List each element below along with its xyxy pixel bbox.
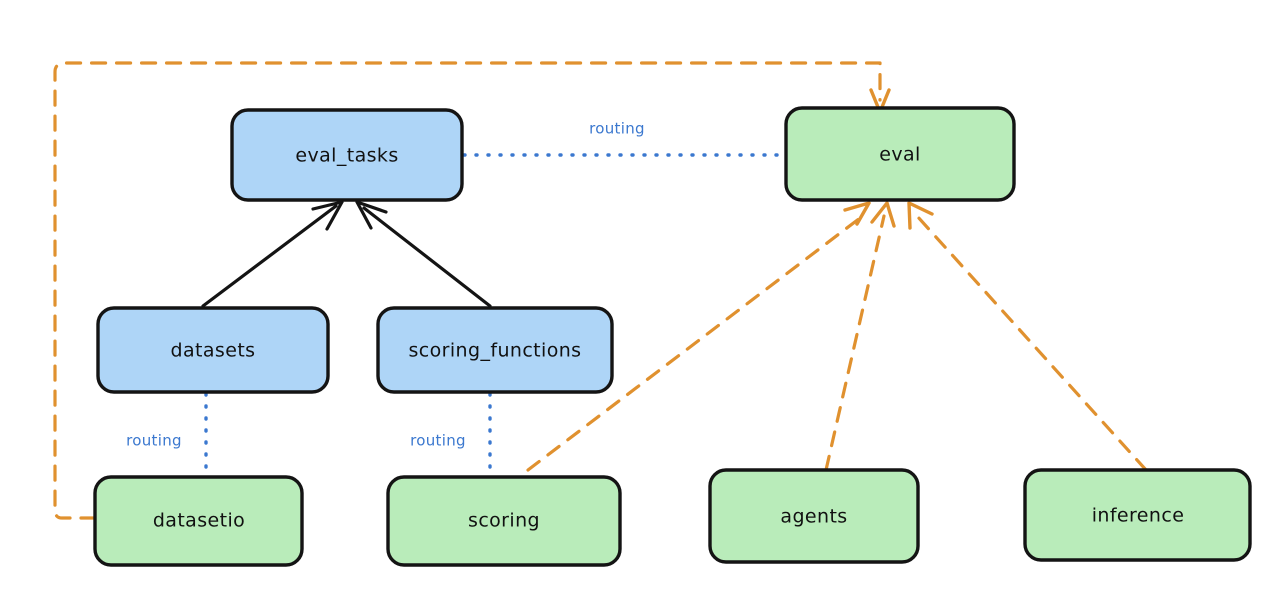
edge-path (362, 206, 492, 308)
node-datasets[interactable]: datasets (96, 306, 330, 394)
arrowhead (355, 200, 388, 230)
edge-label-routing-eval: routing (589, 120, 645, 138)
node-shape[interactable] (376, 306, 614, 394)
node-shape[interactable] (230, 108, 464, 202)
edge-path (824, 214, 886, 472)
node-shape[interactable] (708, 468, 920, 564)
edge-path (201, 204, 338, 308)
node-label: eval_tasks (295, 145, 398, 167)
arrowhead (311, 200, 344, 231)
node-shape[interactable] (96, 306, 330, 394)
node-label: datasets (171, 340, 256, 362)
edge-inference-to-eval (907, 201, 1148, 472)
edge-datasets-to-datasetio: routing (126, 392, 208, 477)
node-label: scoring_functions (409, 340, 582, 362)
node-eval[interactable]: eval (784, 106, 1016, 202)
edge-path (53, 61, 882, 520)
edge-scoring_functions-to-eval_tasks (355, 200, 492, 308)
edge-eval_tasks-to-eval: routing (462, 120, 788, 157)
node-label: agents (780, 506, 847, 528)
arrowhead (843, 201, 871, 226)
node-shape[interactable] (386, 475, 622, 567)
node-label: scoring (468, 510, 540, 532)
arrowhead (870, 201, 896, 228)
node-scoring_functions[interactable]: scoring_functions (376, 306, 614, 394)
node-label: datasetio (153, 510, 245, 532)
edge-scoring_functions-to-scoring: routing (410, 392, 492, 477)
arrowhead (907, 201, 934, 230)
node-label: inference (1092, 505, 1185, 527)
node-inference[interactable]: inference (1023, 468, 1252, 562)
node-scoring[interactable]: scoring (386, 475, 622, 567)
node-label: eval (879, 144, 920, 166)
edge-label-routing-scoring: routing (410, 432, 466, 450)
node-eval_tasks[interactable]: eval_tasks (230, 108, 464, 202)
edge-label-routing-datasetio: routing (126, 432, 182, 450)
node-shape[interactable] (784, 106, 1016, 202)
node-shape[interactable] (1023, 468, 1252, 562)
node-datasetio[interactable]: datasetio (93, 475, 304, 567)
edge-path (526, 213, 866, 472)
edge-path (915, 214, 1148, 472)
node-shape[interactable] (93, 475, 304, 567)
edge-agents-to-eval (824, 201, 896, 472)
node-agents[interactable]: agents (708, 468, 920, 564)
edge-datasets-to-eval_tasks (201, 200, 344, 308)
edge-scoring-to-eval (526, 201, 871, 472)
